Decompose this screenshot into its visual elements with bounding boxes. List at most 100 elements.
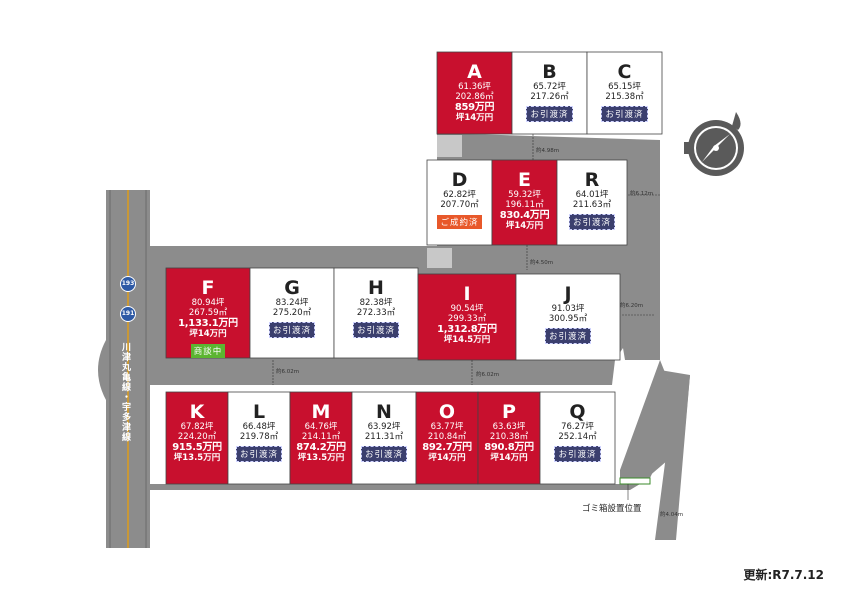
lot-unit: 坪14万円 (455, 113, 494, 123)
east-spur-road (620, 360, 690, 540)
lot-tsubo: 76.27坪 (561, 422, 594, 432)
road-width-label: 約6.12m (630, 191, 654, 197)
lot-unit: 坪14万円 (428, 453, 466, 463)
lot-letter: B (542, 61, 557, 83)
lot-tsubo: 65.15坪 (608, 82, 641, 92)
lot-status-badge: お引渡済 (544, 328, 591, 344)
lot-shape-k (165, 391, 229, 485)
lot-price: 1,312.8万円 (437, 324, 497, 335)
lot-tsubo: 80.94坪 (191, 298, 225, 308)
lot-sqm: 219.78㎡ (239, 432, 279, 442)
road-width-label: 約4.04m (660, 512, 684, 518)
lot-status-badge: お引渡済 (235, 446, 282, 462)
lot-letter: P (502, 401, 516, 423)
lot-shape-i (417, 273, 517, 361)
road-name-label: 川津丸亀線・宇多津線 (120, 342, 130, 442)
lot-sqm: 202.86㎡ (455, 92, 494, 102)
lot-sqm: 299.33㎡ (447, 314, 487, 324)
lot-letter: G (284, 277, 300, 299)
lot-sqm: 275.20㎡ (272, 308, 312, 318)
route-badge: 193 (120, 276, 136, 292)
lot-letter: F (201, 277, 215, 299)
lot-sqm: 211.31㎡ (364, 432, 404, 442)
small-gray-plot (437, 135, 462, 157)
road-width-label: 約6.20m (620, 303, 644, 309)
lot-price: 892.7万円 (422, 442, 472, 453)
lot-unit: 坪14.5万円 (443, 335, 491, 345)
lot-unit: 坪13.5万円 (297, 453, 345, 463)
lot-sqm: 210.84㎡ (427, 432, 467, 442)
lot-status-badge: お引渡済 (352, 322, 399, 338)
lot-status-badge: ご成約済 (437, 215, 482, 229)
lot-shape-o (415, 391, 479, 485)
lot-price: 1,133.1万円 (178, 318, 238, 329)
lot-sqm: 217.26㎡ (530, 92, 569, 102)
lot-sqm: 267.59㎡ (188, 308, 228, 318)
lot-tsubo: 82.38坪 (359, 298, 393, 308)
lot-status-badge: お引渡済 (554, 446, 601, 462)
lot-letter: C (617, 61, 632, 83)
lot-sqm: 224.20㎡ (177, 432, 217, 442)
lot-tsubo: 90.54坪 (450, 304, 484, 314)
lot-price: 874.2万円 (296, 442, 346, 453)
road-width-label: 約6.02m (276, 369, 300, 375)
lot-letter: L (252, 401, 266, 423)
lot-letter: M (311, 401, 331, 423)
lot-shape-a (436, 51, 513, 135)
lot-unit: 坪14万円 (490, 453, 528, 463)
lot-letter: O (438, 401, 456, 423)
lot-shape-r (556, 159, 628, 246)
lot-shape-g (249, 267, 335, 359)
lot-sqm: 214.11㎡ (301, 432, 341, 442)
lot-unit: 坪13.5万円 (173, 453, 221, 463)
lot-letter: A (467, 61, 482, 83)
lot-tsubo: 63.77坪 (430, 422, 464, 432)
road-width-label: 約4.50m (530, 260, 554, 266)
lot-sqm: 211.63㎡ (572, 200, 612, 210)
lot-sqm: 210.38㎡ (489, 432, 529, 442)
lot-shape-h (333, 267, 419, 359)
lot-tsubo: 67.82坪 (180, 422, 214, 432)
lot-letter: H (368, 277, 384, 299)
lot-status-badge: お引渡済 (568, 214, 615, 230)
lot-price: 859万円 (454, 102, 495, 113)
lot-status-badge: お引渡済 (526, 106, 573, 122)
lot-letter: R (584, 169, 600, 191)
lot-letter: K (189, 401, 205, 423)
lot-shape-d (426, 159, 493, 246)
trash-marker (619, 477, 651, 485)
lot-shape-j (515, 273, 621, 361)
lot-letter: I (463, 283, 471, 305)
lot-sqm: 196.11㎡ (505, 200, 544, 210)
lot-unit: 坪14万円 (505, 221, 544, 231)
lot-status-badge: お引渡済 (360, 446, 407, 462)
lot-tsubo: 64.01坪 (575, 190, 609, 200)
lot-tsubo: 83.24坪 (275, 298, 309, 308)
lot-letter: E (518, 169, 531, 191)
lot-shape-p (477, 391, 541, 485)
lot-letter: D (451, 169, 468, 191)
lot-tsubo: 64.76坪 (304, 422, 338, 432)
west-spur-road (150, 246, 420, 270)
compass-icon (684, 112, 744, 176)
lot-letter: N (376, 401, 392, 423)
lower-road (150, 360, 615, 385)
lot-sqm: 300.95㎡ (548, 314, 588, 324)
lot-sqm: 207.70㎡ (440, 200, 479, 210)
lot-shape-l (227, 391, 291, 485)
lot-tsubo: 63.92坪 (367, 422, 401, 432)
road-width-label: 約4.98m (536, 148, 560, 154)
